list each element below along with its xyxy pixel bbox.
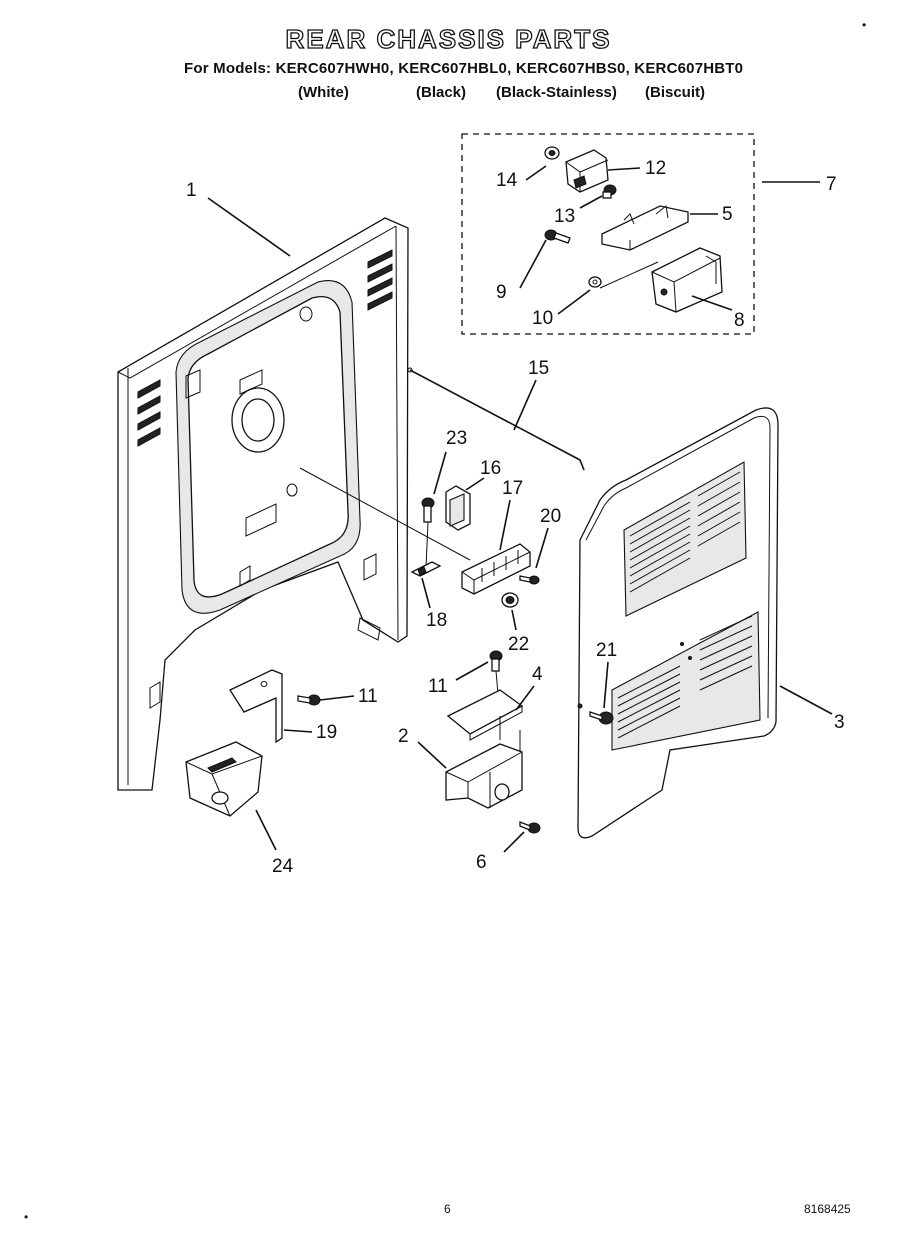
callout-9: 9	[496, 282, 507, 303]
rear-panel-part-1	[117, 217, 471, 791]
rear-panel-vents-left	[137, 379, 161, 447]
part-4-plate	[446, 689, 524, 741]
part-11-screw-lower	[297, 694, 321, 706]
callout-5: 5	[722, 204, 733, 225]
callout-19: 19	[316, 722, 337, 743]
page-number: 6	[444, 1202, 451, 1216]
part-13-screw	[602, 184, 617, 199]
color-white: (White)	[298, 84, 349, 101]
callout-4: 4	[532, 664, 543, 685]
part-16-block	[445, 485, 471, 531]
part-2-bracket	[445, 716, 523, 809]
callout-7: 7	[826, 174, 837, 195]
rear-cover-part-3	[577, 407, 779, 839]
callout-24: 24	[272, 856, 294, 877]
part-5-bracket	[601, 205, 689, 251]
callout-18: 18	[426, 610, 447, 631]
color-biscuit: (Biscuit)	[645, 84, 705, 101]
part-8-solenoid	[651, 247, 723, 313]
callout-10: 10	[532, 308, 553, 329]
callout-21: 21	[596, 640, 617, 661]
part-23-screw	[421, 497, 435, 569]
color-black-stainless: (Black-Stainless)	[496, 84, 617, 101]
callout-11-upper: 11	[428, 676, 448, 697]
corner-mark-bottom-left: •	[24, 1210, 29, 1224]
part-14-nut	[544, 146, 560, 160]
cover-vent-grilles	[617, 471, 753, 739]
assembly-7-box	[461, 133, 755, 335]
callout-17: 17	[502, 478, 523, 499]
models-line: For Models: KERC607HWH0, KERC607HBL0, KE…	[184, 60, 744, 77]
corner-mark-top-right: •	[862, 18, 867, 32]
leader-lines	[207, 165, 833, 853]
callout-labels: 1 2 3 4 5 6 7 8 9 10 11 11 12 13 14 15 1…	[186, 158, 845, 877]
callout-6: 6	[476, 852, 487, 873]
callout-2: 2	[398, 726, 409, 747]
callout-23: 23	[446, 428, 467, 449]
color-black: (Black)	[416, 84, 467, 101]
part-21-screw	[589, 711, 614, 725]
callout-14: 14	[496, 170, 518, 191]
callout-13: 13	[554, 206, 575, 227]
part-6-screw	[519, 821, 541, 834]
rear-panel-vents-right	[367, 249, 393, 311]
part-11-screw-upper	[489, 650, 503, 672]
part-10-washer	[588, 276, 602, 288]
callout-1: 1	[186, 180, 197, 201]
part-9-screw	[544, 229, 571, 244]
part-12-switch	[565, 149, 609, 193]
document-number: 8168425	[804, 1202, 851, 1216]
part-18-clip	[410, 561, 442, 577]
part-22-nut	[501, 592, 519, 608]
callout-15: 15	[528, 358, 549, 379]
callout-11-lower: 11	[358, 686, 378, 707]
callout-22: 22	[508, 634, 529, 655]
callout-20: 20	[540, 506, 561, 527]
part-17-terminal-block	[461, 543, 531, 595]
callout-16: 16	[480, 458, 501, 479]
page-title: REAR CHASSIS PARTS	[285, 23, 612, 54]
callout-12: 12	[645, 158, 666, 179]
part-19-bracket	[229, 669, 283, 744]
part-20-screw	[519, 575, 540, 585]
callout-8: 8	[734, 310, 745, 331]
part-15-rod	[407, 367, 585, 471]
callout-3: 3	[834, 712, 845, 733]
part-24-cap	[185, 741, 263, 817]
